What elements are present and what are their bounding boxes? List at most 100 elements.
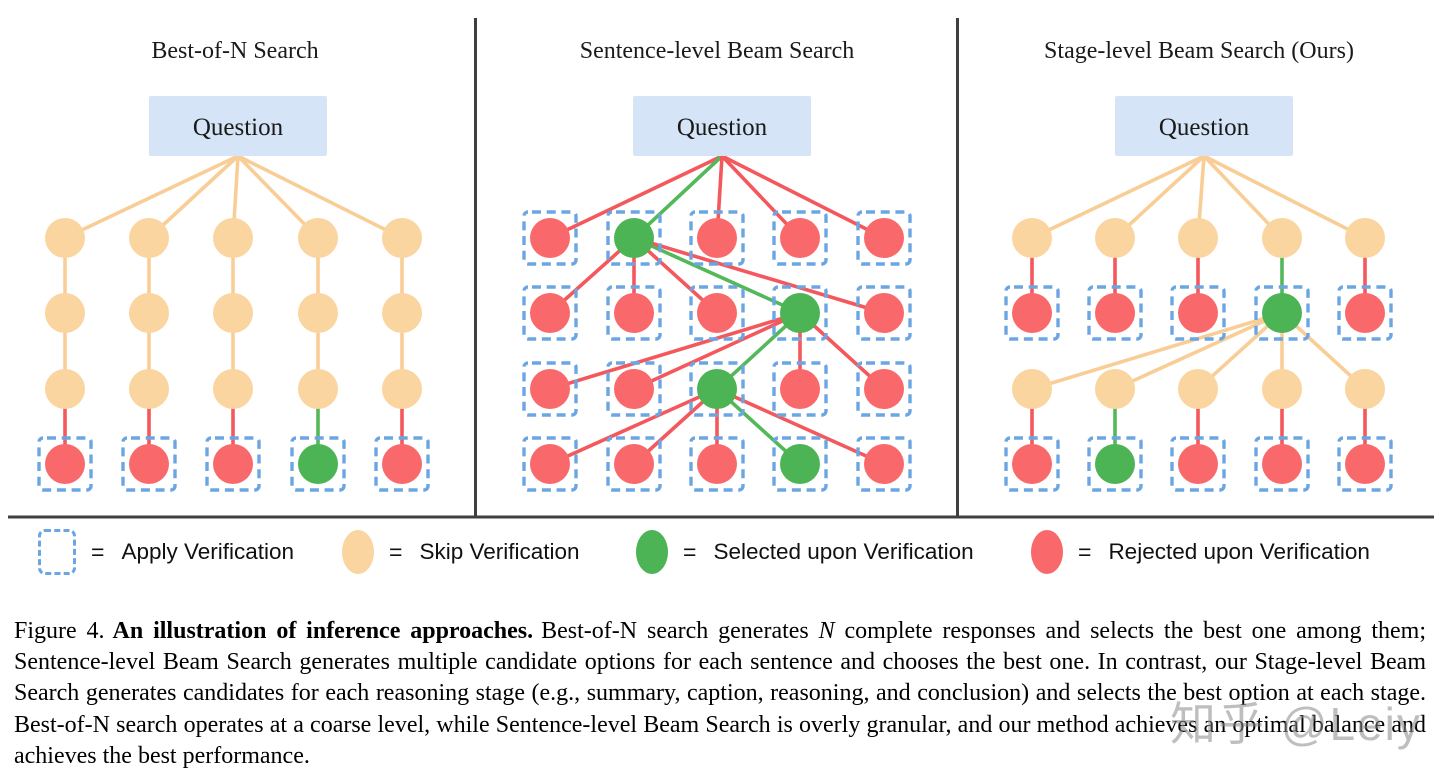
- tree-node-orange: [382, 369, 422, 409]
- tree-node-red: [864, 369, 904, 409]
- verification-box: [1170, 436, 1226, 492]
- panel-title-best-of-n: Best-of-N Search: [151, 38, 319, 64]
- verification-box: [772, 361, 828, 417]
- tree-node-orange: [382, 218, 422, 258]
- tree-node-green: [780, 444, 820, 484]
- tree-edge: [1114, 311, 1283, 391]
- tree-node-green: [1262, 293, 1302, 333]
- tree-node-orange: [382, 293, 422, 333]
- tree-node-red: [1012, 293, 1052, 333]
- tree-node-orange: [45, 218, 85, 258]
- verification-box: [772, 436, 828, 492]
- verification-box: [522, 210, 578, 266]
- verification-box: [1337, 285, 1393, 341]
- verification-box: [290, 436, 346, 492]
- tree-edge: [1203, 154, 1366, 240]
- tree-edge: [147, 154, 240, 240]
- tree-node-green: [298, 444, 338, 484]
- tree-node-orange: [1262, 369, 1302, 409]
- tree-node-orange: [1178, 369, 1218, 409]
- verification-box: [689, 285, 745, 341]
- verification-box: [1254, 436, 1310, 492]
- tree-node-orange: [213, 293, 253, 333]
- question-box: [633, 96, 811, 156]
- verification-box: [689, 210, 745, 266]
- verification-box: [856, 285, 912, 341]
- selected-circle-icon: [636, 530, 668, 574]
- tree-node-orange: [213, 218, 253, 258]
- tree-node-red: [864, 444, 904, 484]
- figure-caption: Figure 4. An illustration of inference ap…: [14, 616, 1426, 772]
- legend-equals: =: [389, 538, 403, 565]
- tree-node-red: [614, 369, 654, 409]
- tree-node-red: [697, 218, 737, 258]
- verification-box: [121, 436, 177, 492]
- tree-node-red: [530, 369, 570, 409]
- tree-node-green: [780, 293, 820, 333]
- verification-box: [205, 436, 261, 492]
- verification-box: [772, 210, 828, 266]
- verification-box: [606, 436, 662, 492]
- verification-box: [856, 210, 912, 266]
- verification-box: [606, 210, 662, 266]
- tree-node-green: [1095, 444, 1135, 484]
- tree-node-red: [864, 293, 904, 333]
- tree-node-orange: [298, 369, 338, 409]
- verification-box: [772, 285, 828, 341]
- skip-circle-icon: [342, 530, 374, 574]
- tree-edge: [716, 387, 885, 466]
- legend-item-selected-circle: =Selected upon Verification: [636, 524, 974, 580]
- tree-node-orange: [129, 369, 169, 409]
- verification-box: [689, 361, 745, 417]
- tree-node-red: [129, 444, 169, 484]
- caption-math-n: N: [818, 618, 835, 644]
- tree-edge: [549, 154, 723, 240]
- tree-node-orange: [1262, 218, 1302, 258]
- tree-node-orange: [1012, 218, 1052, 258]
- legend-label: Apply Verification: [121, 539, 295, 564]
- legend: =Apply Verification=Skip Verification=Se…: [0, 524, 1440, 580]
- question-box: [149, 96, 327, 156]
- tree-node-red: [1178, 444, 1218, 484]
- tree-node-red: [697, 444, 737, 484]
- tree-node-orange: [129, 218, 169, 258]
- legend-item-apply-box: =Apply Verification: [38, 524, 294, 580]
- rejected-circle-icon: [1031, 530, 1063, 574]
- verification-box: [522, 436, 578, 492]
- question-label: Question: [1159, 114, 1250, 141]
- tree-edge: [1031, 311, 1283, 391]
- tree-edge: [632, 154, 724, 240]
- verification-box: [1004, 285, 1060, 341]
- panel-title-sentence-level: Sentence-level Beam Search: [579, 38, 855, 64]
- tree-node-orange: [1345, 218, 1385, 258]
- caption-body-1: Best-of-N search generates: [541, 618, 809, 644]
- tree-edge: [237, 154, 403, 240]
- tree-node-red: [1262, 444, 1302, 484]
- tree-node-red: [1095, 293, 1135, 333]
- verification-box: [606, 361, 662, 417]
- panel-title-stage-level: Stage-level Beam Search (Ours): [1044, 38, 1354, 64]
- verification-box: [522, 361, 578, 417]
- tree-node-orange: [298, 293, 338, 333]
- verification-box: [374, 436, 430, 492]
- caption-figure-number: Figure 4.: [14, 618, 105, 644]
- legend-item-skip-circle: =Skip Verification: [342, 524, 580, 580]
- tree-edge: [1031, 154, 1205, 240]
- tree-node-orange: [213, 369, 253, 409]
- tree-edge: [64, 154, 239, 240]
- verification-box: [856, 436, 912, 492]
- question-label: Question: [677, 114, 768, 141]
- verification-box: [689, 436, 745, 492]
- caption-body-2: complete responses and selects the best …: [14, 618, 1427, 769]
- legend-equals: =: [683, 538, 697, 565]
- tree-node-red: [614, 444, 654, 484]
- caption-bold-title: An illustration of inference approaches.: [112, 618, 534, 644]
- tree-node-orange: [45, 293, 85, 333]
- tree-node-orange: [1178, 218, 1218, 258]
- verification-box: [522, 285, 578, 341]
- tree-node-red: [780, 218, 820, 258]
- apply-verification-box-icon: [38, 529, 76, 575]
- tree-edge: [1113, 154, 1206, 240]
- tree-node-red: [530, 218, 570, 258]
- tree-node-orange: [1012, 369, 1052, 409]
